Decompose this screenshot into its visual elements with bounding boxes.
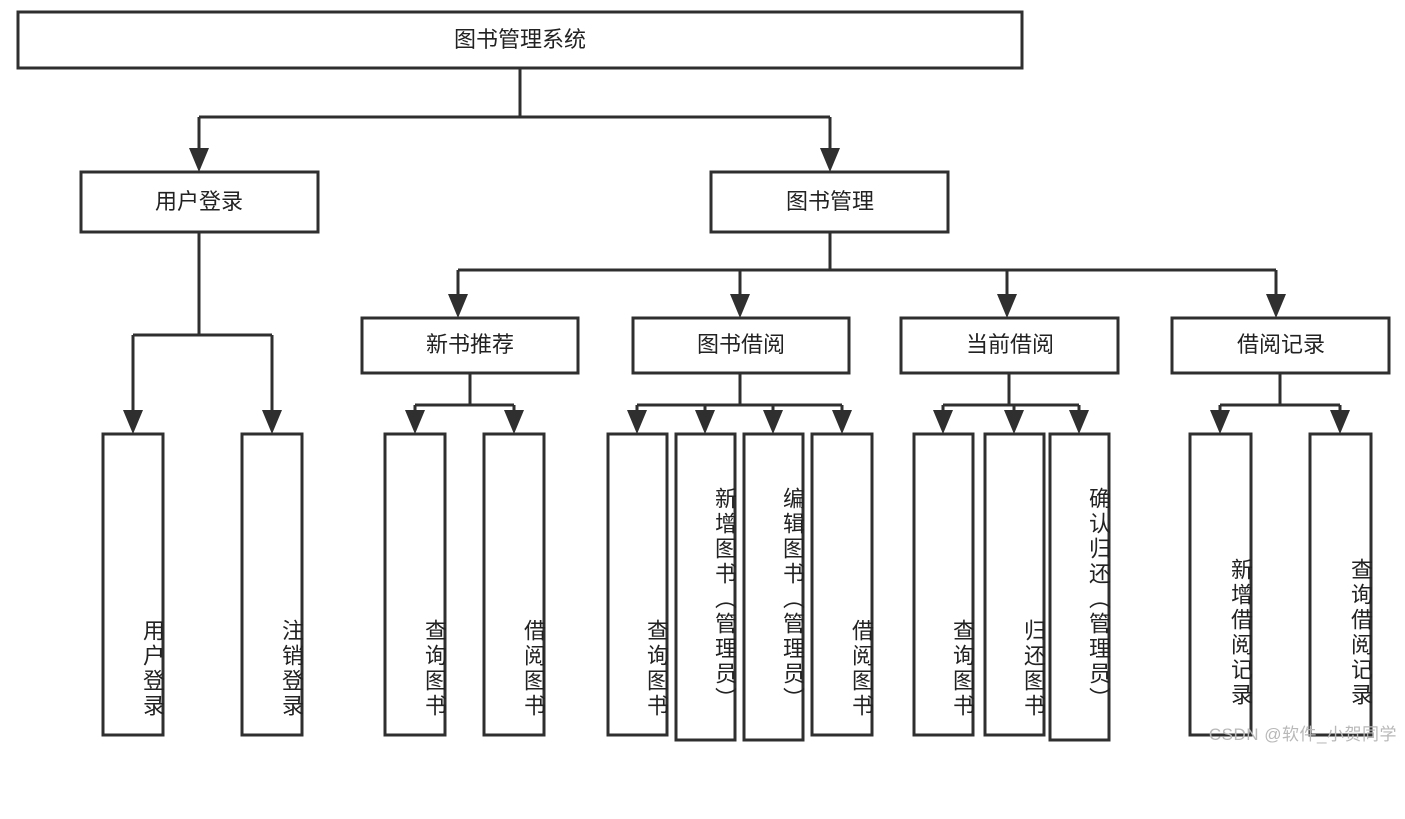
arrow-to-leaf-confirm-return-admin: [1069, 410, 1089, 434]
node-box-leaf-query-book-cur[interactable]: [912, 432, 975, 737]
node-box-leaf-add-record[interactable]: [1188, 432, 1253, 737]
arrow-to-book-borrow: [730, 294, 750, 318]
horizontal-label-layer: 图书管理系统 用户登录 图书管理 新书推荐 图书借阅 当前借阅 借阅记录: [155, 27, 1325, 357]
arrow-to-leaf-edit-book-admin: [763, 410, 783, 434]
node-box-root[interactable]: [16, 10, 1024, 70]
node-box-leaf-query-record[interactable]: [1308, 432, 1373, 737]
label-root: 图书管理系统: [454, 27, 586, 52]
node-box-leaf-query-book-bor[interactable]: [606, 432, 669, 737]
flowchart-diagram: 图书管理系统 用户登录 图书管理 新书推荐 图书借阅 当前借阅 借阅记录 用户登…: [16, 10, 1397, 744]
diagram-canvas: 图书管理系统 用户登录 图书管理 新书推荐 图书借阅 当前借阅 借阅记录: [16, 10, 1391, 742]
node-box-new-book-recommend[interactable]: [360, 316, 580, 375]
arrow-to-leaf-logout: [262, 410, 282, 434]
label-user-login: 用户登录: [155, 189, 243, 214]
label-book-borrow: 图书借阅: [697, 332, 785, 357]
node-box-leaf-edit-book-admin[interactable]: [742, 432, 805, 742]
label-book-manage: 图书管理: [786, 189, 874, 214]
node-box-leaf-borrow-book-rec[interactable]: [482, 432, 546, 737]
arrow-to-leaf-borrow-book-bor: [832, 410, 852, 434]
node-box-leaf-add-book-admin[interactable]: [674, 432, 737, 742]
node-box-leaf-query-book-rec[interactable]: [383, 432, 447, 737]
arrow-to-new-book-recommend: [448, 294, 468, 318]
label-new-book-recommend: 新书推荐: [426, 332, 514, 357]
arrow-to-leaf-query-book-rec: [405, 410, 425, 434]
arrow-to-leaf-borrow-book-rec: [504, 410, 524, 434]
node-box-user-login[interactable]: [79, 170, 320, 234]
node-box-borrow-record[interactable]: [1170, 316, 1391, 375]
arrow-to-leaf-user-login: [123, 410, 143, 434]
node-box-current-borrow[interactable]: [899, 316, 1120, 375]
arrow-to-leaf-query-book-bor: [627, 410, 647, 434]
arrow-to-leaf-add-book-admin: [695, 410, 715, 434]
node-box-layer: [16, 10, 1391, 742]
arrow-to-leaf-add-record: [1210, 410, 1230, 434]
arrow-to-current-borrow: [997, 294, 1017, 318]
node-box-book-manage[interactable]: [709, 170, 950, 234]
node-box-leaf-confirm-return-admin[interactable]: [1048, 432, 1111, 742]
arrow-to-leaf-query-record: [1330, 410, 1350, 434]
node-box-leaf-user-login[interactable]: [101, 432, 165, 737]
label-current-borrow: 当前借阅: [966, 332, 1054, 357]
node-box-leaf-logout[interactable]: [240, 432, 304, 737]
arrow-to-leaf-query-book-cur: [933, 410, 953, 434]
arrow-to-user-login: [189, 148, 209, 172]
node-box-book-borrow[interactable]: [631, 316, 851, 375]
node-box-leaf-return-book[interactable]: [983, 432, 1046, 737]
label-borrow-record: 借阅记录: [1237, 332, 1325, 357]
arrow-to-borrow-record: [1266, 294, 1286, 318]
arrow-to-book-manage: [820, 148, 840, 172]
arrow-to-leaf-return-book: [1004, 410, 1024, 434]
csdn-watermark: CSDN @软件_小贺同学: [1208, 725, 1397, 744]
node-box-leaf-borrow-book-bor[interactable]: [810, 432, 874, 737]
connector-layer: [123, 68, 1350, 434]
